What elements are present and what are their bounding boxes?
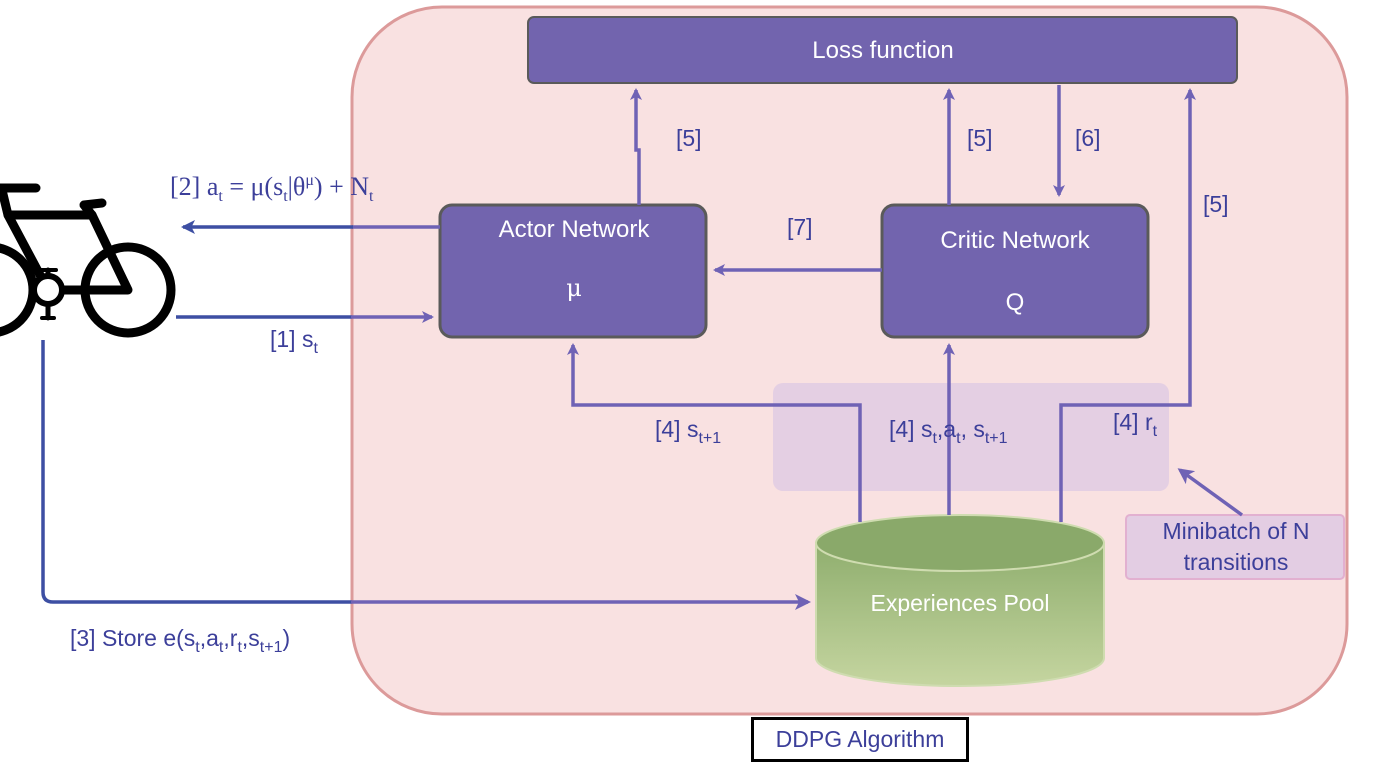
experiences-pool-cylinder: Experiences Pool: [815, 514, 1105, 687]
experiences-pool-label: Experiences Pool: [871, 590, 1050, 616]
minibatch-region: [773, 383, 1169, 491]
label-step5-critic: [5]: [967, 125, 993, 151]
label-store: [3] Store e(st,at,rt,st+1): [70, 625, 290, 656]
label-state: [1] st: [270, 326, 318, 357]
minibatch-note-line1: Minibatch of N: [1162, 518, 1309, 544]
label-action: [2] at = μ(st|θμ) + Nt: [170, 172, 374, 205]
bicycle-icon: [0, 183, 176, 338]
critic-network-symbol: Q: [1006, 289, 1025, 316]
arrow-actor-to-loss: [630, 88, 642, 205]
arrow-store-to-pool: [41, 340, 352, 604]
label-step5-actor: [5]: [676, 125, 702, 151]
minibatch-note-line2: transitions: [1184, 549, 1289, 575]
actor-network-symbol: μ: [566, 274, 582, 302]
critic-network-title: Critic Network: [940, 227, 1090, 254]
label-step4-transition: [4] st,at, st+1: [889, 416, 1008, 447]
actor-network-title: Actor Network: [499, 216, 651, 243]
label-step4-next-state: [4] st+1: [655, 416, 721, 447]
diagram-caption: DDPG Algorithm: [751, 717, 969, 762]
label-step5-reward: [5]: [1203, 191, 1229, 217]
label-step6: [6]: [1075, 125, 1101, 151]
label-step4-reward: [4] rt: [1113, 409, 1158, 440]
minibatch-note: Minibatch of N transitions: [1125, 514, 1345, 580]
arrow-pool-to-actor: [567, 343, 862, 522]
arrow-minibatch-note: [1177, 468, 1244, 517]
loss-function-label: Loss function: [812, 37, 953, 64]
arrow-reward-to-loss: [1059, 88, 1196, 522]
loss-function-box: Loss function: [527, 16, 1238, 84]
critic-network-box: Critic Network Q: [880, 203, 1150, 339]
actor-network-box: Actor Network μ: [438, 203, 708, 339]
label-step7: [7]: [787, 214, 813, 240]
